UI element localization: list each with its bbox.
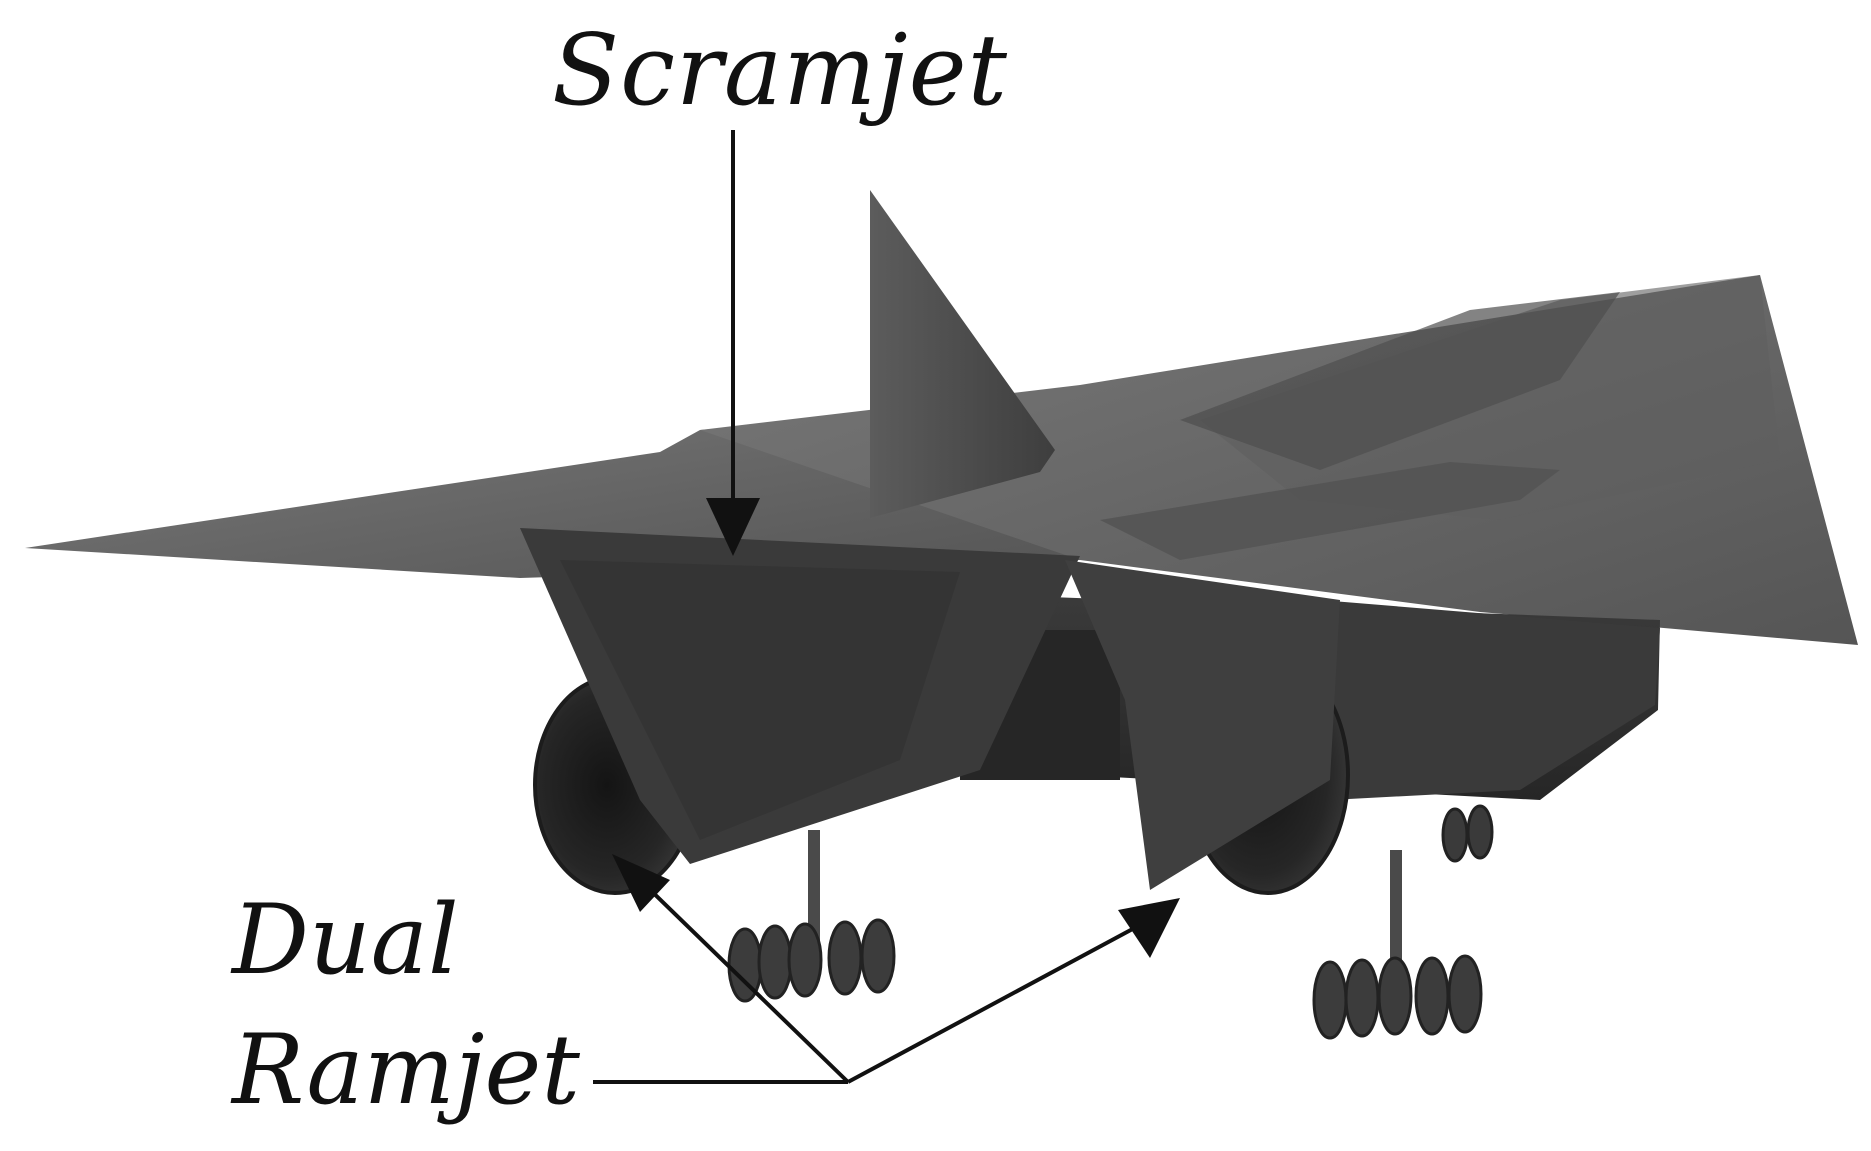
left-landing-gear-wheels (727, 918, 896, 1003)
right-body-panel (1320, 600, 1660, 800)
right-landing-gear-wheels (1312, 954, 1483, 1040)
scramjet-label: Scramjet (552, 14, 1008, 128)
ramjet-arrowhead-right (1118, 898, 1180, 958)
scramjet-arrowhead (706, 498, 760, 556)
fuselage-ridge (1180, 292, 1620, 470)
annotations (593, 130, 1180, 1084)
right-gear-strut (1390, 850, 1402, 980)
vertical-fin (870, 190, 1055, 518)
aircraft-airframe (25, 190, 1858, 1040)
ramjet-arrow-right-shaft (847, 923, 1141, 1084)
ramjet-arrow-left-shaft (638, 878, 850, 1084)
ramjet-arrowhead-left (612, 854, 670, 912)
dual-ramjet-label-line2: Ramjet (232, 1014, 580, 1126)
rear-landing-gear-wheels (1441, 804, 1494, 863)
scramjet-intake-shade (560, 560, 960, 840)
left-gear-strut (808, 830, 820, 950)
fuselage-ridge-2 (1100, 462, 1560, 560)
dual-ramjet-label-line1: Dual (232, 884, 459, 996)
right-intake (1065, 560, 1340, 890)
